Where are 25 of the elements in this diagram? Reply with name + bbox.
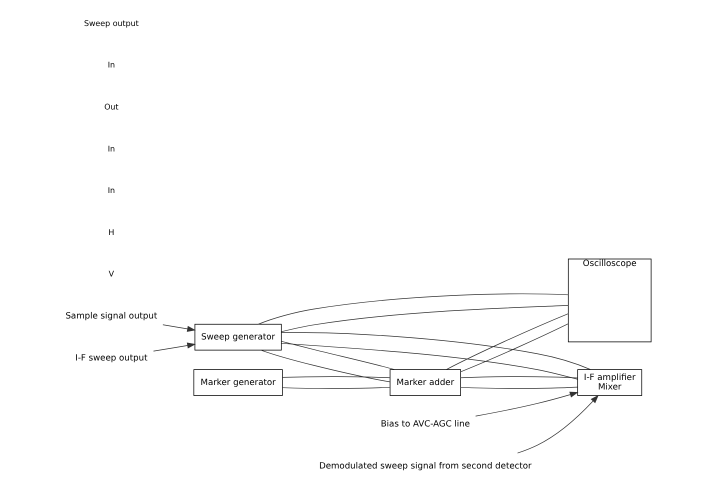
node-box: I-F amplifier Mixer	[576, 369, 642, 396]
node-text: Sample signal output	[64, 312, 157, 322]
connector	[445, 313, 568, 370]
arrow	[162, 324, 196, 332]
connector	[280, 304, 568, 332]
connector	[282, 376, 390, 378]
connector	[280, 342, 578, 380]
node-box: Oscilloscope	[567, 258, 651, 342]
node-box: Marker generator	[192, 369, 282, 396]
connector	[258, 294, 568, 324]
connector	[280, 332, 590, 370]
connector	[260, 350, 390, 382]
arrow	[516, 394, 598, 454]
connector	[282, 386, 390, 389]
connector	[460, 323, 568, 372]
arrow	[474, 392, 578, 416]
node-box: Marker adder	[389, 369, 460, 396]
arrow	[152, 342, 196, 352]
node-text: Demodulated sweep signal from second detector	[318, 461, 532, 472]
connector	[460, 386, 578, 389]
node-box: Sweep generator	[194, 324, 282, 350]
node-text: Bias to AVC-AGC line	[380, 420, 470, 430]
connector	[280, 340, 394, 370]
connector	[460, 376, 578, 378]
node-text: I-F sweep output	[74, 353, 147, 364]
